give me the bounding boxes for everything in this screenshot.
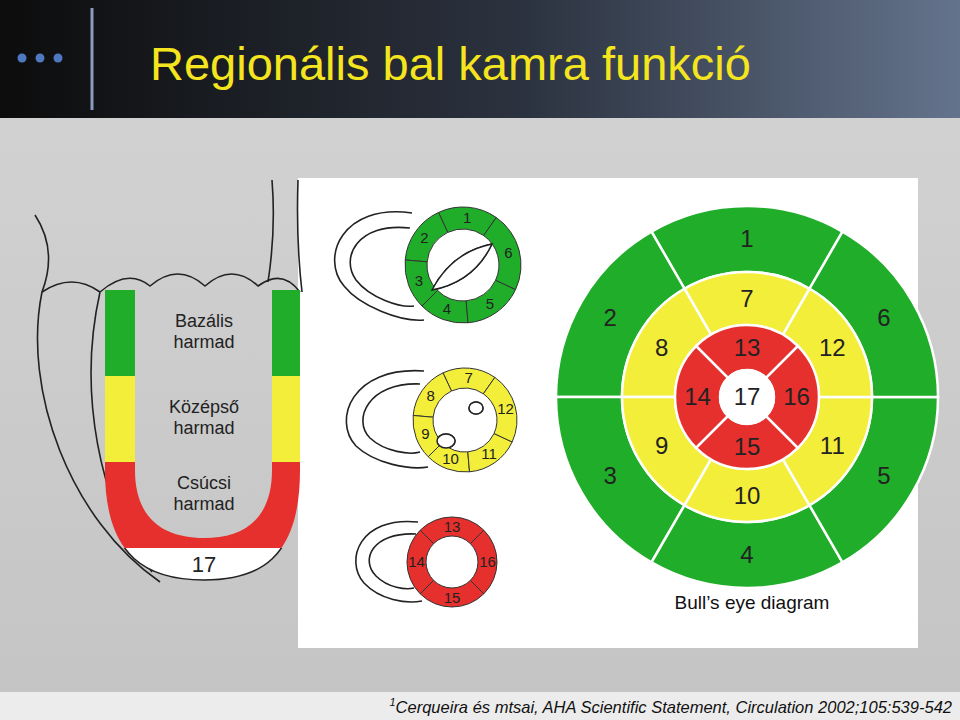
- segment-label: 5: [486, 295, 494, 312]
- segment-label: 1: [740, 225, 753, 253]
- segment-label: 10: [734, 482, 761, 510]
- papillary-muscle: [437, 434, 455, 448]
- segment-fill: [720, 370, 774, 424]
- segment-fill: [405, 212, 448, 261]
- white-panel: [298, 178, 918, 648]
- segment-label: 2: [603, 304, 616, 332]
- segment-label: 15: [444, 589, 461, 606]
- basal-band: Bazális harmad: [100, 290, 305, 376]
- apex-band: 17: [100, 548, 305, 584]
- segment-label: 4: [443, 301, 451, 318]
- segment-label: 12: [497, 401, 514, 418]
- segment-label: 10: [442, 451, 459, 468]
- segment-label: 17: [734, 383, 761, 411]
- segment-label: 16: [479, 553, 496, 570]
- header-dot: [36, 54, 45, 63]
- segment-fill: [105, 548, 300, 580]
- segment-label: 3: [415, 272, 423, 289]
- segment-label: 17: [192, 552, 216, 577]
- segment-label: 6: [504, 244, 512, 261]
- segment-fill: [484, 217, 521, 289]
- heart-outline: [35, 180, 302, 582]
- segment-label: 4: [740, 541, 753, 569]
- segment-label: 8: [426, 387, 434, 404]
- segment-fill: [413, 373, 451, 417]
- papillary-muscle: [469, 402, 483, 414]
- diagram-caption: Bull’s eye diagram: [675, 592, 830, 614]
- papillary-muscle: [469, 402, 483, 414]
- segment-fill: [105, 376, 300, 462]
- segment-fill: [105, 290, 300, 376]
- segment-label: 13: [444, 518, 461, 535]
- segment-label: 14: [408, 553, 425, 570]
- segment-fill: [422, 290, 468, 323]
- segment-fill: [105, 462, 300, 548]
- segment-label: Bazális harmad: [150, 311, 258, 352]
- segment-label: 7: [464, 370, 472, 387]
- segment-fill: [483, 377, 517, 442]
- segment-label: 12: [819, 334, 846, 362]
- segment-label: 13: [734, 334, 761, 362]
- footer-bar: [0, 692, 960, 720]
- segment-label: Csúcsi harmad: [150, 473, 258, 514]
- reference-note: 1Cerqueira és mtsai, AHA Scientific Stat…: [389, 696, 952, 717]
- mitral-valve: [432, 244, 492, 290]
- slide-title: Regionális bal kamra funkció: [150, 36, 751, 91]
- reference-text: Cerqueira és mtsai, AHA Scientific State…: [396, 697, 952, 715]
- segment-label: 9: [655, 432, 668, 460]
- segment-fill: [470, 530, 497, 594]
- segment-label: 3: [603, 462, 616, 490]
- mitral-valve: [432, 244, 492, 290]
- header-dot: [54, 54, 63, 63]
- segment-label: 7: [740, 285, 753, 313]
- segment-label: 1: [463, 210, 471, 227]
- mid-band: Középső harmad: [100, 376, 305, 462]
- segment-label: 14: [684, 383, 711, 411]
- papillary-muscle: [437, 434, 455, 448]
- segment-label: 16: [783, 383, 810, 411]
- segment-label: 11: [820, 432, 845, 460]
- bullseye-apex: 17: [718, 368, 776, 426]
- segment-label: 6: [877, 304, 890, 332]
- header-dot: [18, 54, 27, 63]
- header-rule: [91, 8, 94, 110]
- segment-label: 11: [481, 446, 497, 463]
- footnote-mark: 1: [389, 696, 395, 708]
- segment-label: 8: [655, 334, 668, 362]
- segment-label: 5: [877, 462, 890, 490]
- segment-label: 2: [420, 229, 428, 246]
- header-bar: [0, 0, 960, 118]
- segment-label: Középső harmad: [150, 397, 258, 438]
- apical-band: Csúcsi harmad: [100, 462, 305, 548]
- segment-label: 15: [734, 433, 761, 461]
- segment-label: 9: [421, 426, 429, 443]
